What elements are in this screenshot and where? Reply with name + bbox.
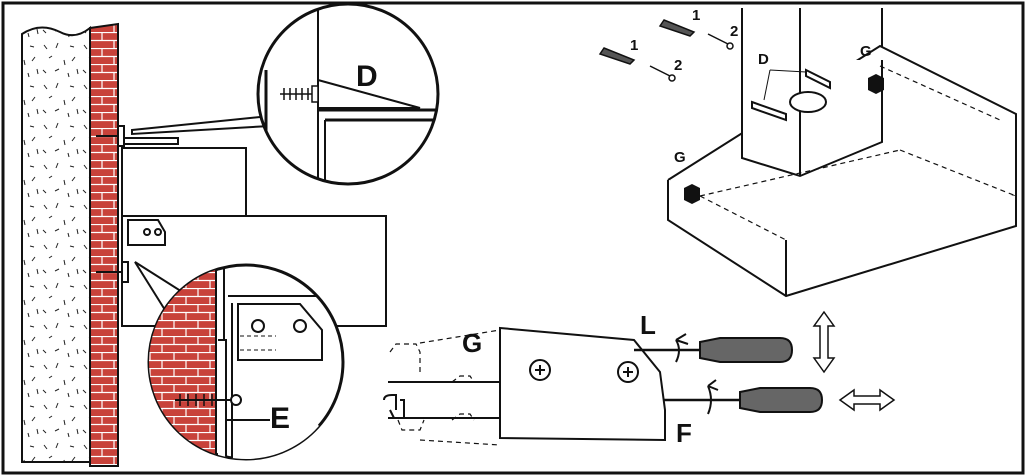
label-d-zoom: D bbox=[356, 60, 378, 93]
screwdriver-f bbox=[664, 379, 824, 415]
leader-d-hood bbox=[763, 69, 771, 101]
horizontal-adjust-arrow-icon bbox=[838, 388, 896, 412]
label-d-hood: D bbox=[758, 51, 769, 68]
anchor-set-bottom bbox=[598, 47, 676, 82]
label-g-hood-right: G bbox=[860, 43, 872, 60]
hood-isometric-view bbox=[667, 8, 1017, 298]
label-screw-2a: 2 bbox=[730, 23, 738, 40]
label-f-tool: F bbox=[676, 418, 692, 448]
label-screw-1a: 1 bbox=[692, 7, 700, 24]
wall-screw-top bbox=[96, 125, 125, 147]
label-screw-2b: 2 bbox=[674, 57, 682, 74]
label-l-tool: L bbox=[640, 310, 656, 340]
wall-screw-bottom bbox=[96, 261, 129, 283]
label-g-bracket: G bbox=[462, 328, 482, 358]
vertical-adjust-arrow-icon bbox=[812, 310, 836, 374]
bracket-adjustment-view bbox=[383, 326, 666, 446]
label-g-hood-left: G bbox=[674, 149, 686, 166]
zoom-detail-d: D bbox=[256, 2, 440, 186]
anchor-set-top bbox=[658, 19, 734, 50]
hood-hexagon-right-icon bbox=[868, 74, 884, 94]
wall-section bbox=[21, 22, 119, 467]
label-e-zoom: E bbox=[270, 402, 290, 435]
screwdriver-l bbox=[634, 333, 794, 363]
hood-hexagon-left-icon bbox=[684, 184, 700, 204]
label-screw-1b: 1 bbox=[630, 37, 638, 54]
leader-d-hood-2 bbox=[769, 69, 807, 73]
